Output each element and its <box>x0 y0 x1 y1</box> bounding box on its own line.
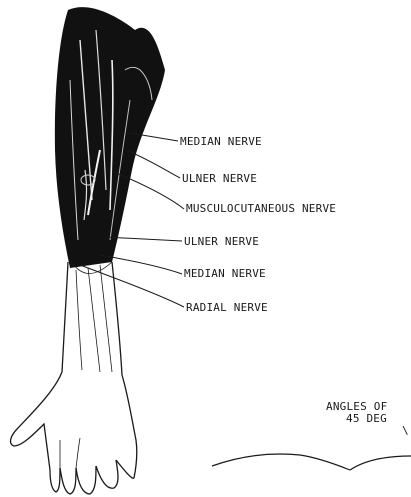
label-radial-nerve: RADIAL NERVE <box>186 302 268 314</box>
hand-outline <box>11 372 137 494</box>
label-median-nerve-lower: MEDIAN NERVE <box>184 268 266 280</box>
cutoff-angle-text-line2: 45 DEG <box>346 413 387 425</box>
label-ulner-nerve-lower: ULNER NERVE <box>184 236 259 248</box>
label-median-nerve-upper: MEDIAN NERVE <box>180 136 262 148</box>
ground-curve <box>212 454 411 470</box>
cutoff-angle-text-line3: \ <box>402 425 409 437</box>
label-ulner-nerve-upper: ULNER NERVE <box>182 173 257 185</box>
label-musculocutaneous-nerve: MUSCULOCUTANEOUS NERVE <box>186 203 336 215</box>
upper-arm-muscles <box>55 7 165 268</box>
